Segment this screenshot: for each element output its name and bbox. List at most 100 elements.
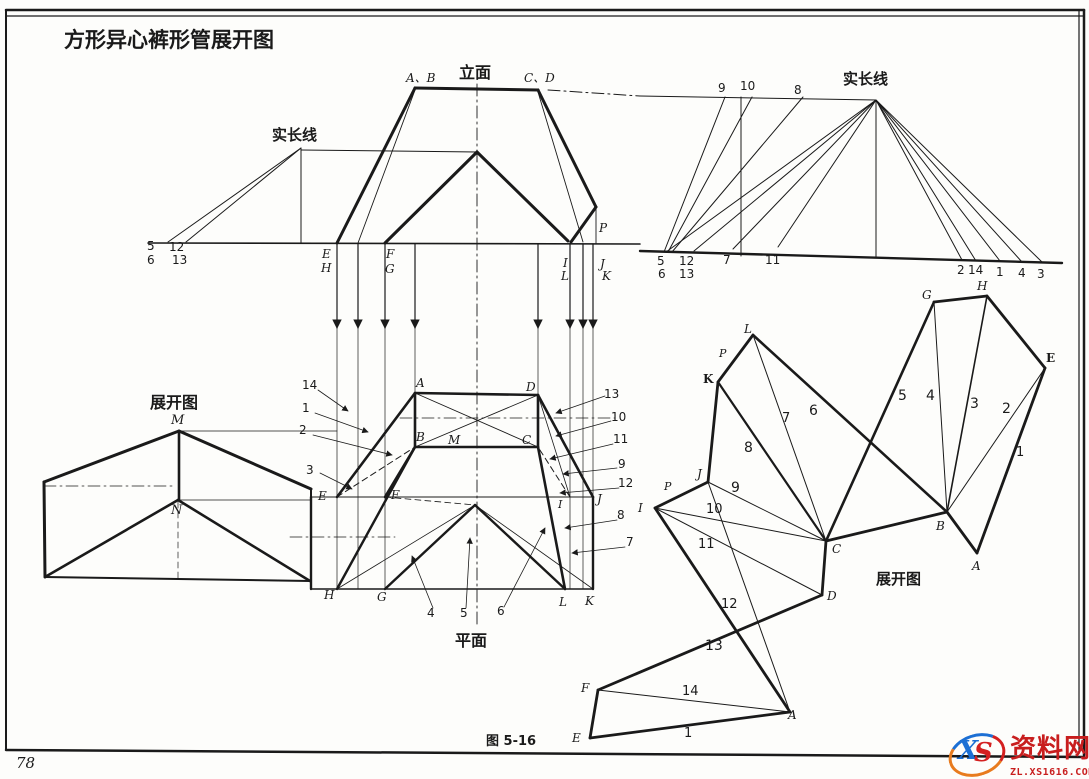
figure-label: E: [571, 731, 581, 745]
drawing-line: [536, 445, 567, 591]
figure-label: 1: [996, 265, 1004, 279]
drawing-line: [357, 89, 416, 244]
figure-label: 5: [657, 254, 665, 268]
drawing-line: [335, 86, 417, 245]
figure-label: 5: [147, 239, 155, 253]
figure-label: 3: [306, 463, 314, 477]
figure-label: I: [562, 256, 568, 270]
drawing-line: [597, 689, 791, 713]
drawing-line: [985, 294, 1047, 370]
figure-label: K: [601, 269, 612, 283]
drawing-line: [824, 510, 949, 543]
figure-label: N: [170, 503, 183, 518]
figure-label: 8: [744, 440, 753, 456]
drawing-line: [654, 507, 823, 596]
drawing-line: [413, 391, 540, 397]
drawing-line: [932, 294, 989, 304]
figure-label: G: [385, 262, 395, 276]
drawing-line: [547, 89, 641, 97]
figure-label: 3: [970, 396, 979, 412]
drawing-line: [336, 504, 476, 590]
drawing-line: [638, 249, 1064, 265]
figure-label: 6: [147, 253, 155, 267]
drawing-line: [946, 295, 988, 513]
figure-label: 10: [740, 79, 755, 93]
drawing-line: [945, 510, 979, 555]
figure-label: M: [447, 433, 461, 447]
drawing-line: [537, 91, 584, 243]
drawing-line: [413, 86, 540, 92]
drawing-line: [564, 519, 618, 531]
figure-label: 9: [731, 480, 740, 496]
drawing-line: [312, 434, 393, 457]
figure-label: M: [170, 413, 185, 428]
figure-label: 7: [782, 411, 790, 426]
figure-label: D: [525, 380, 536, 394]
figure-label: B: [415, 430, 425, 444]
figure-label: 8: [794, 83, 802, 97]
figure-label: 13: [679, 267, 694, 281]
drawing-line: [319, 472, 353, 490]
figure-label: 6: [497, 604, 505, 618]
figure-label: L: [558, 595, 567, 609]
drawing-line: [707, 481, 827, 542]
drawing-line: [571, 546, 626, 556]
figure-label: 实长线: [272, 126, 317, 144]
figure-label: 2: [957, 263, 965, 277]
figure-label: A: [787, 708, 797, 722]
page-border: [4, 8, 1086, 759]
figure-label: B: [935, 519, 945, 533]
drawing-line: [43, 498, 180, 579]
watermark-text: 资料网 ZL.XS1616.COM: [1010, 728, 1089, 778]
drawing-line: [562, 467, 618, 477]
drawing-line: [176, 498, 312, 583]
construction-lines: [42, 83, 1064, 740]
figure-label: 2: [1002, 401, 1011, 417]
drawing-line: [383, 150, 479, 245]
figure-label: P: [718, 347, 727, 360]
figure-label: 14: [682, 684, 699, 699]
drawing-line: [300, 149, 478, 153]
drawing-line: [665, 99, 877, 253]
figure-label: 1: [1016, 445, 1024, 460]
figure-label: I: [637, 501, 643, 515]
figure-label: F: [580, 681, 590, 695]
drawing-line: [44, 576, 311, 582]
figure-label: 12: [169, 240, 184, 254]
drawing-line: [536, 88, 598, 209]
figure-label: 13: [172, 253, 187, 267]
figure-label: J: [594, 492, 603, 506]
figure-label: 10: [706, 502, 723, 517]
figure-label: 13: [705, 638, 723, 654]
figure-label: H: [323, 588, 335, 602]
watermark-site-url: ZL.XS1616.COM: [1010, 767, 1089, 778]
figure-label: 8: [617, 508, 625, 522]
drawing-line: [335, 445, 417, 591]
drawing-line: [706, 380, 720, 484]
figure-label: J: [597, 257, 606, 271]
drawing-line: [716, 380, 828, 543]
figure-label: P: [598, 221, 608, 235]
drawing-line: [559, 487, 620, 496]
figure-label: F: [390, 488, 400, 502]
figure-label: E: [317, 489, 327, 503]
figure-label: 3: [1037, 267, 1045, 281]
drawing-line: [820, 539, 828, 597]
drawing-line: [42, 429, 181, 484]
figure-label: H: [976, 279, 988, 293]
figure-label: 4: [1018, 266, 1026, 280]
drawing-line: [42, 480, 47, 579]
drawing-line: [549, 443, 614, 461]
figure-label: 7: [626, 535, 634, 549]
figure-label: 方形异心裤形管展开图: [64, 28, 274, 52]
drawing-line: [663, 96, 726, 253]
figure-label: C: [522, 433, 531, 447]
drawing-line: [537, 446, 571, 498]
drawing-line: [596, 593, 824, 692]
watermark: X S 资料网 ZL.XS1616.COM: [942, 726, 1089, 779]
figure-label: K: [584, 594, 595, 608]
figure-label: 9: [618, 457, 626, 471]
drawing-line: [185, 147, 302, 243]
figure-label: L: [743, 322, 752, 336]
